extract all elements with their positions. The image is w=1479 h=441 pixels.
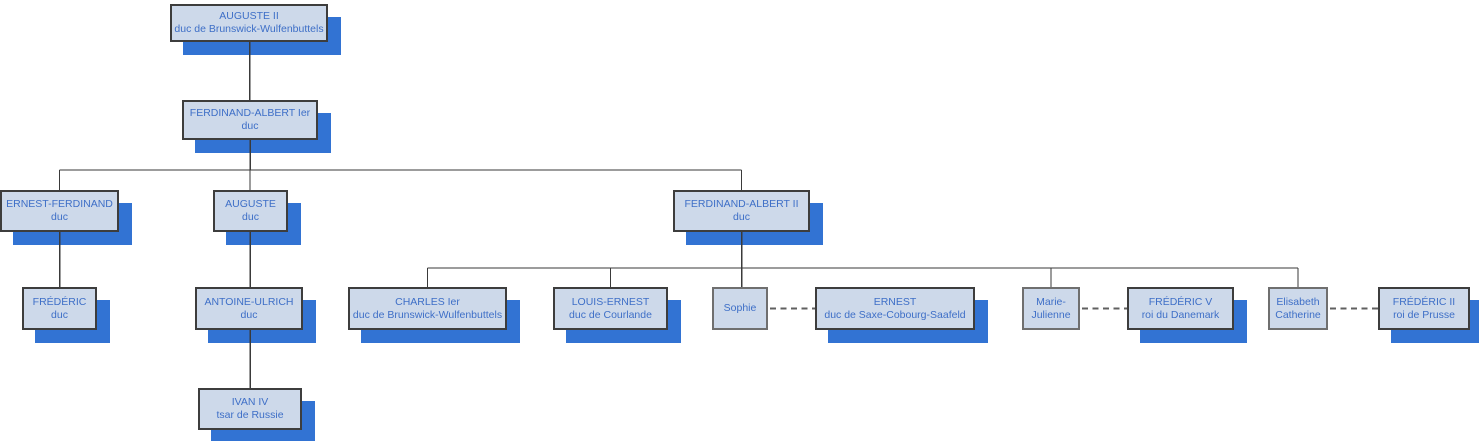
person-title: tsar de Russie <box>216 409 284 421</box>
node-elisabeth-catherine: Elisabeth Catherine <box>1268 287 1328 330</box>
person-title: duc de Brunswick-Wulfenbuttels <box>352 308 503 321</box>
node-auguste: AUGUSTE duc <box>213 190 288 232</box>
node-auguste-ii: AUGUSTE II duc de Brunswick-Wulfenbuttel… <box>170 4 328 42</box>
person-name: FRÉDÉRIC V <box>1148 295 1213 308</box>
node-ernest: ERNEST duc de Saxe-Cobourg-Saafeld <box>815 287 975 330</box>
node-frederic: FRÉDÉRIC duc <box>22 287 97 330</box>
person-title: duc de Courlande <box>569 308 652 321</box>
node-marie-julienne: Marie-Julienne <box>1022 287 1080 330</box>
person-name: FERDINAND-ALBERT II <box>684 198 799 210</box>
person-name: Marie-Julienne <box>1031 295 1071 321</box>
person-title: duc <box>51 308 68 321</box>
person-title: duc de Saxe-Cobourg-Saafeld <box>824 308 966 321</box>
person-name: AUGUSTE <box>225 198 276 210</box>
person-name: FERDINAND-ALBERT Ier <box>189 107 311 119</box>
person-name: FRÉDÉRIC II <box>1392 295 1456 308</box>
person-name: FRÉDÉRIC <box>32 295 87 308</box>
person-title: duc de Brunswick-Wulfenbuttels <box>174 23 324 35</box>
node-frederic-v: FRÉDÉRIC V roi du Danemark <box>1127 287 1234 330</box>
person-title: roi de Prusse <box>1393 308 1455 321</box>
person-name: ERNEST <box>873 295 917 308</box>
person-title: duc <box>240 308 258 321</box>
person-name: Sophie <box>723 302 757 314</box>
node-ferdinand-albert-ii: FERDINAND-ALBERT II duc <box>673 190 810 232</box>
person-name: IVAN IV <box>231 396 269 408</box>
node-sophie: Sophie <box>712 287 768 330</box>
node-ferdinand-albert-ier: FERDINAND-ALBERT Ier duc <box>182 100 318 140</box>
person-name: ANTOINE-ULRICH <box>204 295 294 308</box>
person-title: duc <box>241 120 259 132</box>
person-name: LOUIS-ERNEST <box>571 295 650 308</box>
node-ernest-ferdinand: ERNEST-FERDINAND duc <box>0 190 119 232</box>
person-name: AUGUSTE II <box>219 10 279 22</box>
node-ivan-iv: IVAN IV tsar de Russie <box>198 388 302 430</box>
node-antoine-ulrich: ANTOINE-ULRICH duc <box>195 287 303 330</box>
descent-stems <box>58 42 743 388</box>
person-name: Elisabeth Catherine <box>1275 295 1321 321</box>
node-frederic-ii: FRÉDÉRIC II roi de Prusse <box>1378 287 1470 330</box>
person-title: duc <box>51 211 68 223</box>
node-charles-ier: CHARLES Ier duc de Brunswick-Wulfenbutte… <box>348 287 507 330</box>
person-title: duc <box>733 211 750 223</box>
person-name: ERNEST-FERDINAND <box>6 198 113 210</box>
node-louis-ernest: LOUIS-ERNEST duc de Courlande <box>553 287 668 330</box>
person-name: CHARLES Ier <box>395 295 460 308</box>
person-title: roi du Danemark <box>1141 308 1220 321</box>
person-title: duc <box>242 211 259 223</box>
